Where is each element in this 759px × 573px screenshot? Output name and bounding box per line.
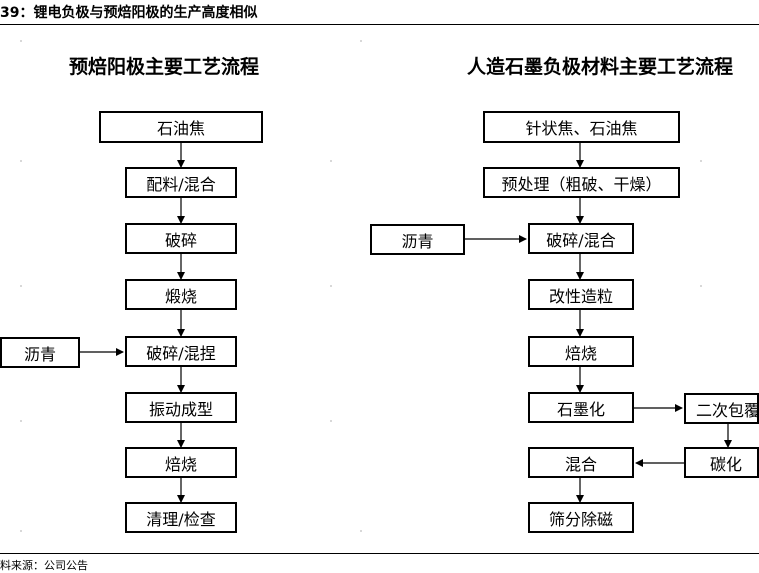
- left-step-3: 破碎: [125, 223, 237, 254]
- left-step-label: 清理/检查: [146, 509, 216, 529]
- background-dot: [20, 160, 22, 162]
- left-step-label: 配料/混合: [146, 174, 216, 194]
- left-step-label: 振动成型: [148, 399, 213, 419]
- right-step-label: 石墨化: [556, 399, 605, 419]
- right-step-1: 针状焦、石油焦: [483, 111, 680, 143]
- right-step-7: 混合: [528, 447, 634, 478]
- left-side-input: 沥青: [0, 337, 80, 368]
- left-step-label: 破碎: [164, 230, 197, 250]
- background-dot: [20, 285, 22, 287]
- background-dot: [330, 420, 332, 422]
- right-branch-label: 碳化: [710, 454, 743, 474]
- background-dot: [700, 160, 702, 162]
- footer-divider: [0, 553, 759, 554]
- right-branch-carbonization: 碳化: [684, 447, 759, 478]
- right-side-input-label: 沥青: [401, 231, 434, 251]
- right-step-8: 筛分除磁: [528, 502, 634, 533]
- source-note: 料来源：公司公告: [0, 559, 88, 572]
- left-step-1: 石油焦: [99, 111, 263, 143]
- right-step-label: 破碎/混合: [546, 230, 616, 250]
- left-step-label: 煅烧: [164, 286, 197, 306]
- background-dot: [700, 285, 702, 287]
- left-step-7: 焙烧: [125, 447, 237, 478]
- background-dot: [360, 40, 362, 42]
- left-side-input-label: 沥青: [23, 344, 56, 364]
- left-flow-title: 预焙阳极主要工艺流程: [69, 56, 260, 78]
- background-dot: [360, 530, 362, 532]
- left-step-label: 石油焦: [156, 119, 205, 138]
- right-step-2: 预处理（粗破、干燥）: [483, 167, 680, 198]
- figure-header: 39：锂电负极与预焙阳极的生产高度相似: [0, 0, 759, 25]
- right-step-3: 破碎/混合: [528, 223, 634, 254]
- background-dot: [330, 160, 332, 162]
- right-branch-coating: 二次包覆: [684, 393, 759, 424]
- figure-caption: 39：锂电负极与预焙阳极的生产高度相似: [0, 5, 258, 21]
- left-step-8: 清理/检查: [125, 502, 237, 533]
- right-side-input: 沥青: [370, 224, 465, 255]
- right-step-label: 混合: [564, 454, 597, 474]
- right-step-4: 改性造粒: [528, 279, 634, 310]
- right-step-label: 针状焦、石油焦: [525, 119, 638, 138]
- right-flow-title: 人造石墨负极材料主要工艺流程: [467, 56, 734, 78]
- left-step-label: 破碎/混捏: [146, 343, 216, 363]
- left-step-4: 煅烧: [125, 279, 237, 310]
- right-step-label: 改性造粒: [548, 286, 613, 306]
- right-step-5: 焙烧: [528, 336, 634, 367]
- right-branch-label: 二次包覆: [696, 400, 759, 420]
- background-dot: [20, 530, 22, 532]
- right-step-label: 预处理（粗破、干燥）: [501, 174, 662, 194]
- left-step-6: 振动成型: [125, 392, 237, 423]
- left-step-2: 配料/混合: [125, 167, 237, 198]
- right-step-6: 石墨化: [528, 392, 634, 423]
- background-dot: [20, 420, 22, 422]
- right-step-label: 焙烧: [564, 343, 597, 363]
- left-step-5: 破碎/混捏: [125, 336, 237, 367]
- background-dot: [330, 285, 332, 287]
- background-dot: [20, 40, 22, 42]
- left-step-label: 焙烧: [164, 454, 197, 474]
- right-step-label: 筛分除磁: [548, 509, 613, 529]
